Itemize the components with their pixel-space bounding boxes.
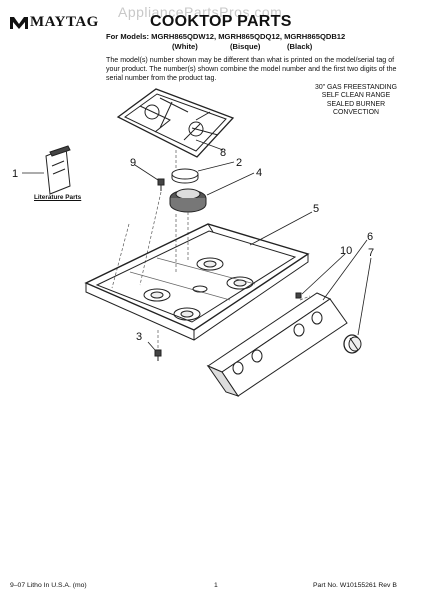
product-type-line: SELF CLEAN RANGE [321,92,391,100]
cooktop-main-top [84,223,310,341]
product-type-line: 30" GAS FREESTANDING [315,84,397,91]
screw-3 [154,349,162,361]
variant-black: (Black) [287,42,313,51]
callout-7: 7 [368,247,374,259]
burner-cap [171,168,199,184]
callout-9: 9 [130,157,136,169]
footer-litho: 9–07 Litho In U.S.A. (mo) [10,582,87,589]
model-description: The model(s) number shown may be differe… [106,56,397,82]
literature-booklet-icon [45,145,71,195]
burner-base [169,188,207,213]
product-type-line: SEALED BURNER [326,100,386,108]
brand-name: MAYTAG [30,14,99,30]
footer-part-number: Part No. W10155261 Rev B [313,582,397,589]
maytag-logo: MAYTAG [10,14,99,31]
product-type-line: CONVECTION [333,108,379,116]
callout-2: 2 [236,157,242,169]
models-line: For Models: MGRH865QDW12, MGRH865QDQ12, … [106,32,346,41]
callout-6: 6 [367,231,373,243]
variant-white: (White) [172,42,198,51]
callout-3: 3 [136,331,142,343]
burner-grate [116,88,235,158]
callout-4: 4 [256,167,262,179]
callout-8: 8 [220,147,226,159]
screw-9 [157,178,165,191]
footer-page-number: 1 [214,582,218,589]
callout-10: 10 [340,245,352,257]
screw-10 [295,292,302,299]
callout-1: 1 [12,168,18,180]
product-type-block: 30" GAS FREESTANDING SELF CLEAN RANGE SE… [294,84,418,117]
literature-parts-label: Literature Parts [34,194,82,201]
page-title: COOKTOP PARTS [150,13,292,30]
control-panel [206,292,348,397]
watermark: AppliancePartsPros.com [118,4,283,20]
maytag-m-mark-icon [10,16,28,29]
variant-bisque: (Bisque) [230,42,261,51]
control-knob [343,334,362,354]
callout-5: 5 [313,203,319,215]
